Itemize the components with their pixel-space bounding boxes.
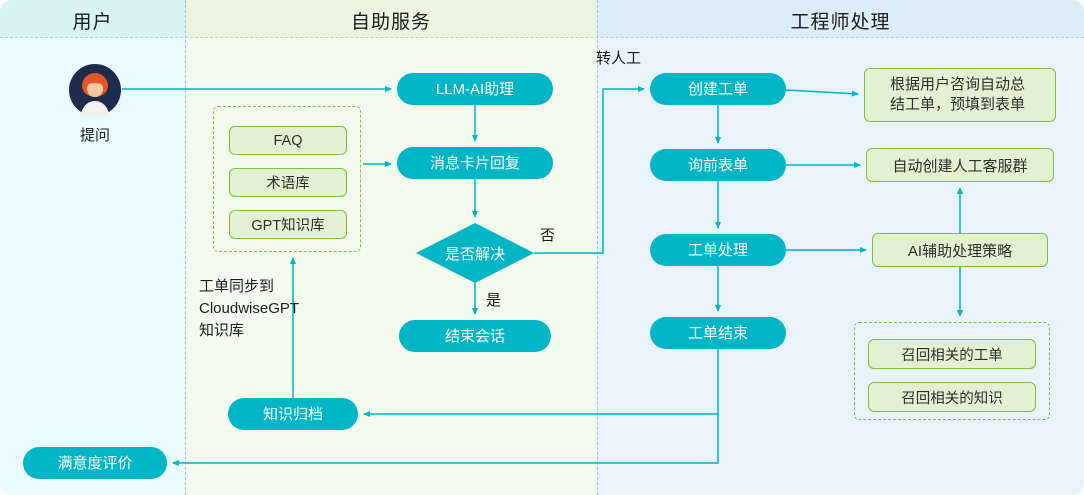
label-yes: 是: [486, 292, 502, 309]
node-llm-assistant: LLM-AI助理: [397, 73, 553, 105]
box-ai-strategy: AI辅助处理策略: [872, 233, 1048, 267]
note-ticket-sync: 工单同步到 CloudwiseGPT 知识库: [199, 278, 300, 339]
node-faq: FAQ: [229, 126, 347, 155]
lane-title-user: 用户: [72, 12, 113, 33]
box-recall-knowledge: 召回相关的知识: [868, 382, 1036, 412]
lane-divider-2: [597, 0, 598, 495]
lane-header-self-service: [185, 0, 597, 37]
header-divider: [0, 37, 1084, 38]
node-ticket-end: 工单结束: [650, 317, 786, 349]
lane-header-engineer: [597, 0, 1084, 37]
node-pre-form: 询前表单: [650, 149, 786, 181]
node-glossary: 术语库: [229, 168, 347, 197]
person-icon: [69, 64, 121, 116]
node-message-card-reply: 消息卡片回复: [397, 147, 553, 179]
box-auto-group: 自动创建人工客服群: [866, 148, 1054, 182]
node-create-ticket: 创建工单: [650, 73, 786, 105]
lane-title-engineer: 工程师处理: [790, 12, 891, 33]
lane-title-self-service: 自助服务: [350, 12, 431, 33]
box-auto-summary: 根据用户咨询自动总结工单，预填到表单: [864, 68, 1056, 122]
node-ticket-processing: 工单处理: [650, 234, 786, 266]
lane-header-user: [0, 0, 185, 37]
label-no: 否: [540, 227, 556, 244]
node-gpt-knowledge-base: GPT知识库: [229, 210, 347, 239]
ask-label: 提问: [79, 127, 110, 144]
lane-divider-1: [185, 0, 186, 495]
user-avatar: [69, 64, 121, 116]
auto-summary-text: 根据用户咨询自动总结工单，预填到表单: [890, 76, 1026, 113]
node-end-session: 结束会话: [399, 320, 551, 352]
recall-group: [854, 322, 1050, 420]
knowledge-base-group: [213, 106, 361, 252]
node-satisfaction-review: 满意度评价: [23, 447, 167, 479]
node-knowledge-archive: 知识归档: [228, 398, 358, 430]
label-to-human: 转人工: [596, 50, 642, 67]
box-recall-tickets: 召回相关的工单: [868, 339, 1036, 369]
